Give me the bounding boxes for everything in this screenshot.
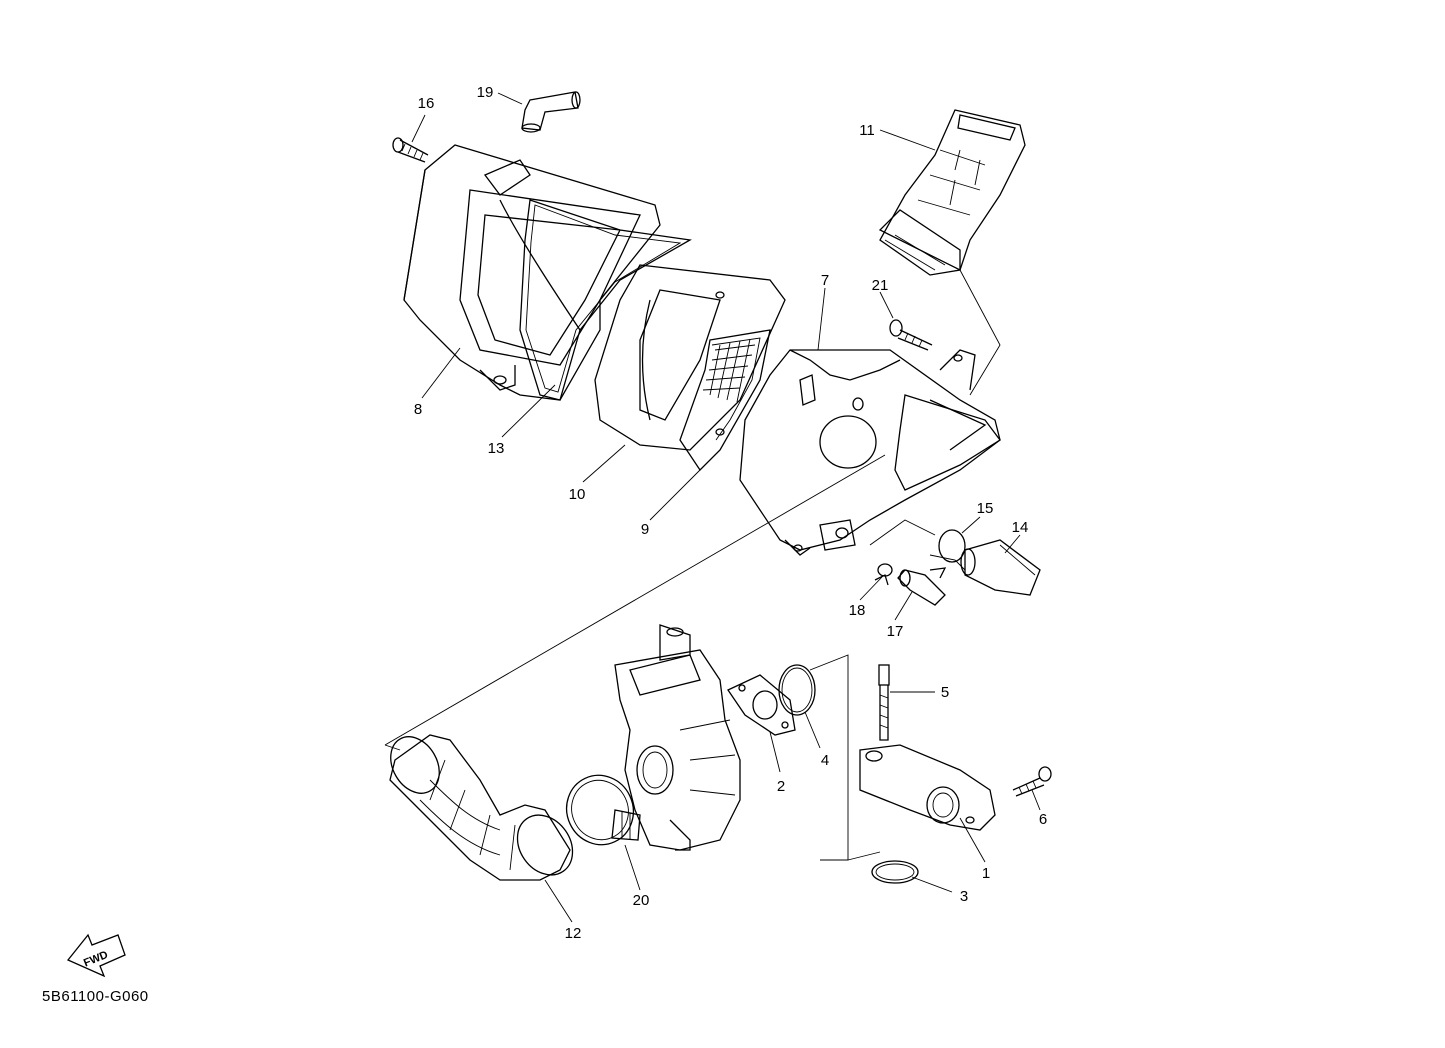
- callout-14: 14: [1012, 519, 1029, 536]
- callout-17: 17: [887, 623, 904, 640]
- callout-15: 15: [977, 500, 994, 517]
- part-12-joint-hose: [389, 734, 574, 881]
- forward-arrow-icon: FWD: [66, 933, 126, 978]
- callout-8: 8: [414, 401, 422, 418]
- part-18-clamp: [874, 563, 893, 586]
- part-5-bolt: [878, 664, 890, 741]
- callout-4: 4: [821, 752, 829, 769]
- part-2-insulator: [727, 674, 796, 736]
- part-9-filter-element: [679, 329, 771, 472]
- callout-2: 2: [777, 778, 785, 795]
- callout-19: 19: [477, 84, 494, 101]
- assembly-lines: [384, 269, 1001, 861]
- part-7-cleaner-case: [739, 349, 1001, 556]
- part-19-vent-hose: [521, 91, 581, 133]
- callout-6: 6: [1039, 811, 1047, 828]
- callout-13: 13: [488, 440, 505, 457]
- callout-9: 9: [641, 521, 649, 538]
- part-4-o-ring: [778, 664, 816, 716]
- part-6-bolt: [1012, 766, 1052, 797]
- callout-labels: 1 2 3 4 5 6 7 8 9 10 11 12 13 14 15 16 1…: [414, 84, 1047, 942]
- carburetor: [614, 624, 741, 851]
- leader-lines: [411, 92, 1041, 923]
- callout-12: 12: [565, 925, 582, 942]
- callout-18: 18: [849, 602, 866, 619]
- part-8-case-cover: [403, 144, 661, 401]
- part-3-o-ring: [871, 860, 919, 884]
- part-13-gasket: [519, 199, 692, 401]
- part-21-bolt: [889, 319, 933, 351]
- callout-3: 3: [960, 888, 968, 905]
- part-16-bolt: [392, 137, 429, 163]
- part-17-plug: [897, 569, 946, 606]
- diagram-code: 5B61100-G060: [42, 988, 149, 1005]
- part-14-drain-cap: [960, 539, 1041, 596]
- callout-5: 5: [941, 684, 949, 701]
- part-20-hose-clamp: [565, 774, 641, 846]
- part-1-intake-joint: [859, 744, 996, 831]
- callout-7: 7: [821, 272, 829, 289]
- part-11-intake-duct: [878, 109, 1026, 276]
- callout-1: 1: [982, 865, 990, 882]
- callout-16: 16: [418, 95, 435, 112]
- part-15-clip: [929, 529, 966, 579]
- callout-10: 10: [569, 486, 586, 503]
- callout-11: 11: [859, 122, 875, 139]
- callout-21: 21: [872, 277, 889, 294]
- callout-20: 20: [633, 892, 650, 909]
